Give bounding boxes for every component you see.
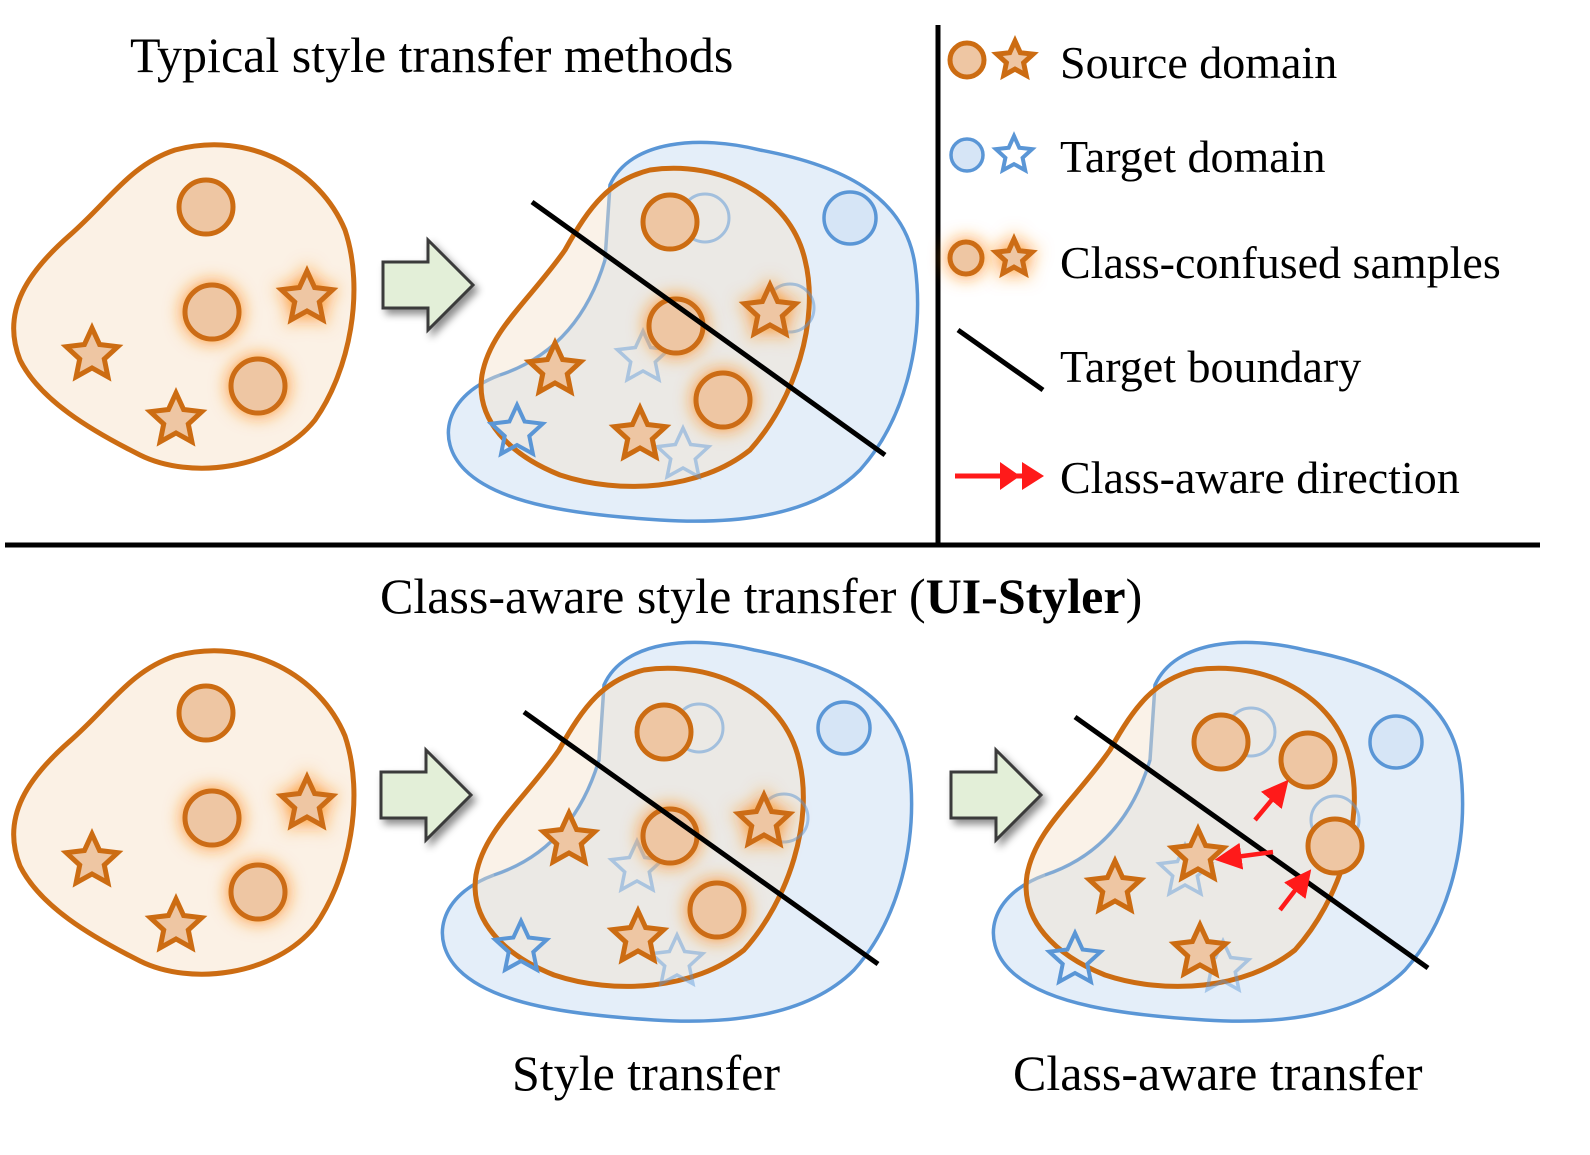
source-circle-icon	[947, 40, 987, 80]
target-circle-icon	[1368, 714, 1424, 770]
transition-arrow-icon	[381, 236, 476, 334]
target-boundary-line	[1073, 714, 1430, 971]
caption-class-aware-transfer: Class-aware transfer	[1013, 1045, 1423, 1101]
target-circle-icon	[816, 700, 872, 756]
source-star-icon	[997, 41, 1033, 75]
target-star-icon	[993, 134, 1035, 173]
target-blob-edge	[1044, 759, 1152, 877]
source-circle-icon	[1278, 730, 1338, 790]
bottom-source-panel	[14, 651, 354, 974]
legend-item-source: Source domain	[947, 37, 1337, 88]
top-title: Typical style transfer methods	[130, 27, 733, 83]
legend-label-confused: Class-confused samples	[1060, 237, 1501, 288]
target-boundary-line	[530, 199, 887, 458]
bottom-style-transfer-panel	[440, 640, 914, 1023]
caption-style-transfer: Style transfer	[512, 1045, 780, 1101]
target-circle-icon	[949, 137, 985, 173]
source-circle-icon	[176, 177, 236, 237]
top-transfer-panel	[446, 140, 920, 523]
legend-label-source: Source domain	[1060, 37, 1337, 88]
source-circle-icon	[640, 192, 700, 252]
source-circle-icon	[176, 683, 236, 743]
red-arrow-head	[1000, 462, 1020, 490]
legend-label-boundary: Target boundary	[1060, 341, 1361, 392]
glow-circle-icon	[687, 880, 747, 940]
bottom-title: Class-aware style transfer (UI-Styler)	[380, 568, 1142, 624]
legend: Source domain Target domain Class-confus…	[947, 37, 1501, 503]
glow-circle-icon	[693, 370, 753, 430]
glow-circle-icon	[182, 282, 242, 342]
legend-item-target: Target domain	[949, 131, 1325, 182]
red-arrow-icon	[1214, 842, 1274, 870]
legend-label-direction: Class-aware direction	[1060, 452, 1460, 503]
red-arrow-icon	[1278, 869, 1312, 912]
stylized-source-blob	[1026, 668, 1354, 986]
red-arrow-head	[1022, 462, 1044, 490]
source-circle-icon	[1191, 712, 1251, 772]
red-arrow-icon	[1253, 779, 1289, 822]
glow-circle-icon	[947, 239, 985, 277]
target-blob-edge	[499, 259, 607, 377]
legend-item-boundary: Target boundary	[956, 327, 1361, 393]
target-circle-icon	[822, 190, 878, 246]
transition-arrow-icon	[379, 746, 474, 844]
class-aware-arrows	[1214, 779, 1312, 912]
transition-arrow-icon	[949, 746, 1044, 844]
source-circle-icon	[634, 702, 694, 762]
glow-star-icon	[996, 239, 1032, 273]
glow-circle-icon	[182, 788, 242, 848]
target-boundary-line	[522, 709, 880, 967]
top-source-panel	[14, 145, 354, 468]
glow-circle-icon	[228, 356, 288, 416]
legend-label-target: Target domain	[1060, 131, 1325, 182]
boundary-line-icon	[956, 327, 1045, 393]
legend-item-direction: Class-aware direction	[955, 452, 1460, 503]
glow-circle-icon	[228, 862, 288, 922]
source-circle-icon	[1305, 816, 1365, 876]
bottom-class-aware-panel	[991, 640, 1465, 1023]
legend-item-confused: Class-confused samples	[947, 237, 1501, 288]
